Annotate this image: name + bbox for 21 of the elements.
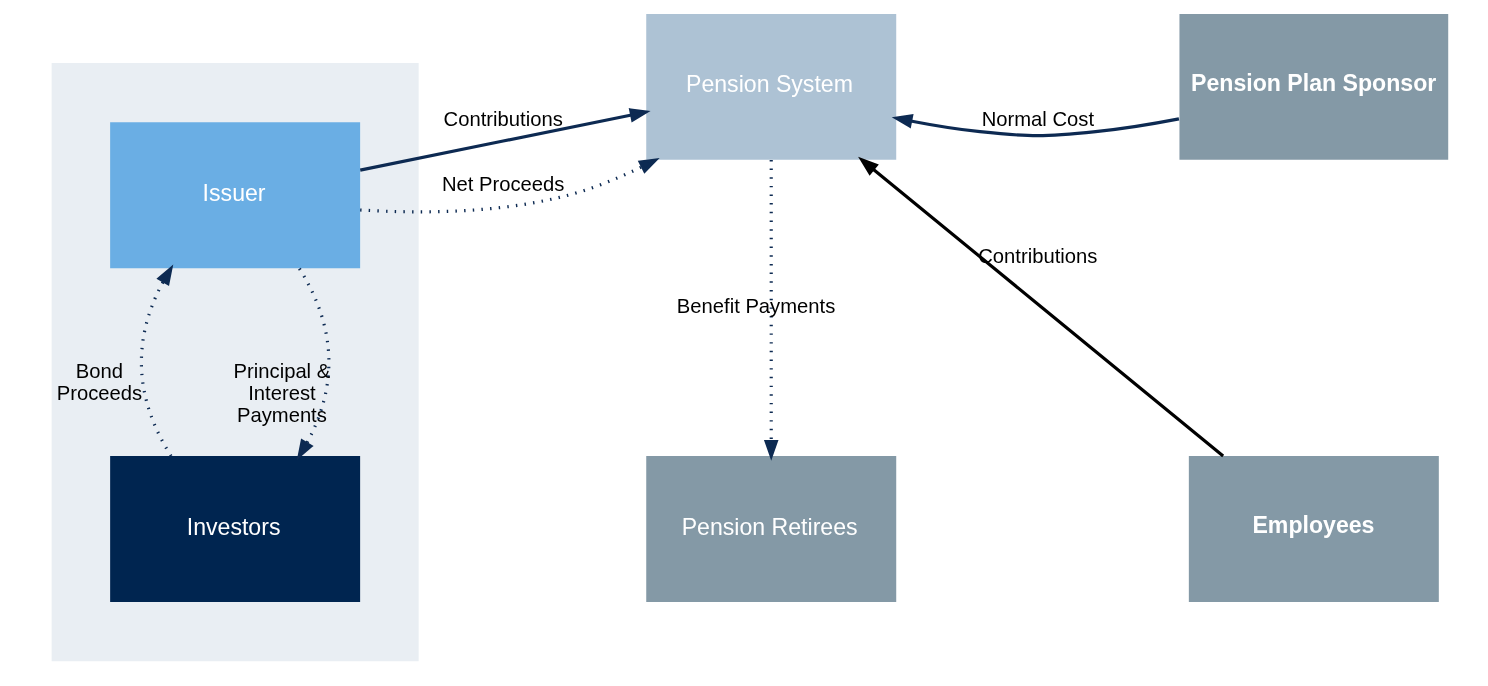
edge-label: Contributions — [977, 245, 1097, 268]
node-box: Pension System — [645, 13, 896, 160]
edge-label: Bond Proceeds — [56, 360, 142, 404]
node-box: Investors — [109, 456, 360, 602]
arrow — [296, 267, 330, 461]
arrow — [139, 264, 173, 457]
edge-label: Normal Cost — [981, 108, 1094, 131]
arrow — [891, 114, 1179, 138]
edge-label: Principal & Interest Payments — [233, 360, 330, 426]
arrow — [359, 108, 651, 172]
arrow — [857, 156, 1224, 458]
node-box: Issuer — [109, 122, 360, 269]
node-box: Pension Plan Sponsor — [1178, 13, 1448, 160]
node-box: Employees — [1188, 456, 1439, 602]
edge-label: Contributions — [443, 108, 563, 131]
arrow — [763, 160, 779, 461]
edge-label: Benefit Payments — [676, 295, 835, 318]
edge-label: Net Proceeds — [441, 173, 564, 196]
cluster — [51, 63, 419, 662]
node-box: Pension Retirees — [645, 456, 896, 602]
arrow — [359, 157, 660, 214]
